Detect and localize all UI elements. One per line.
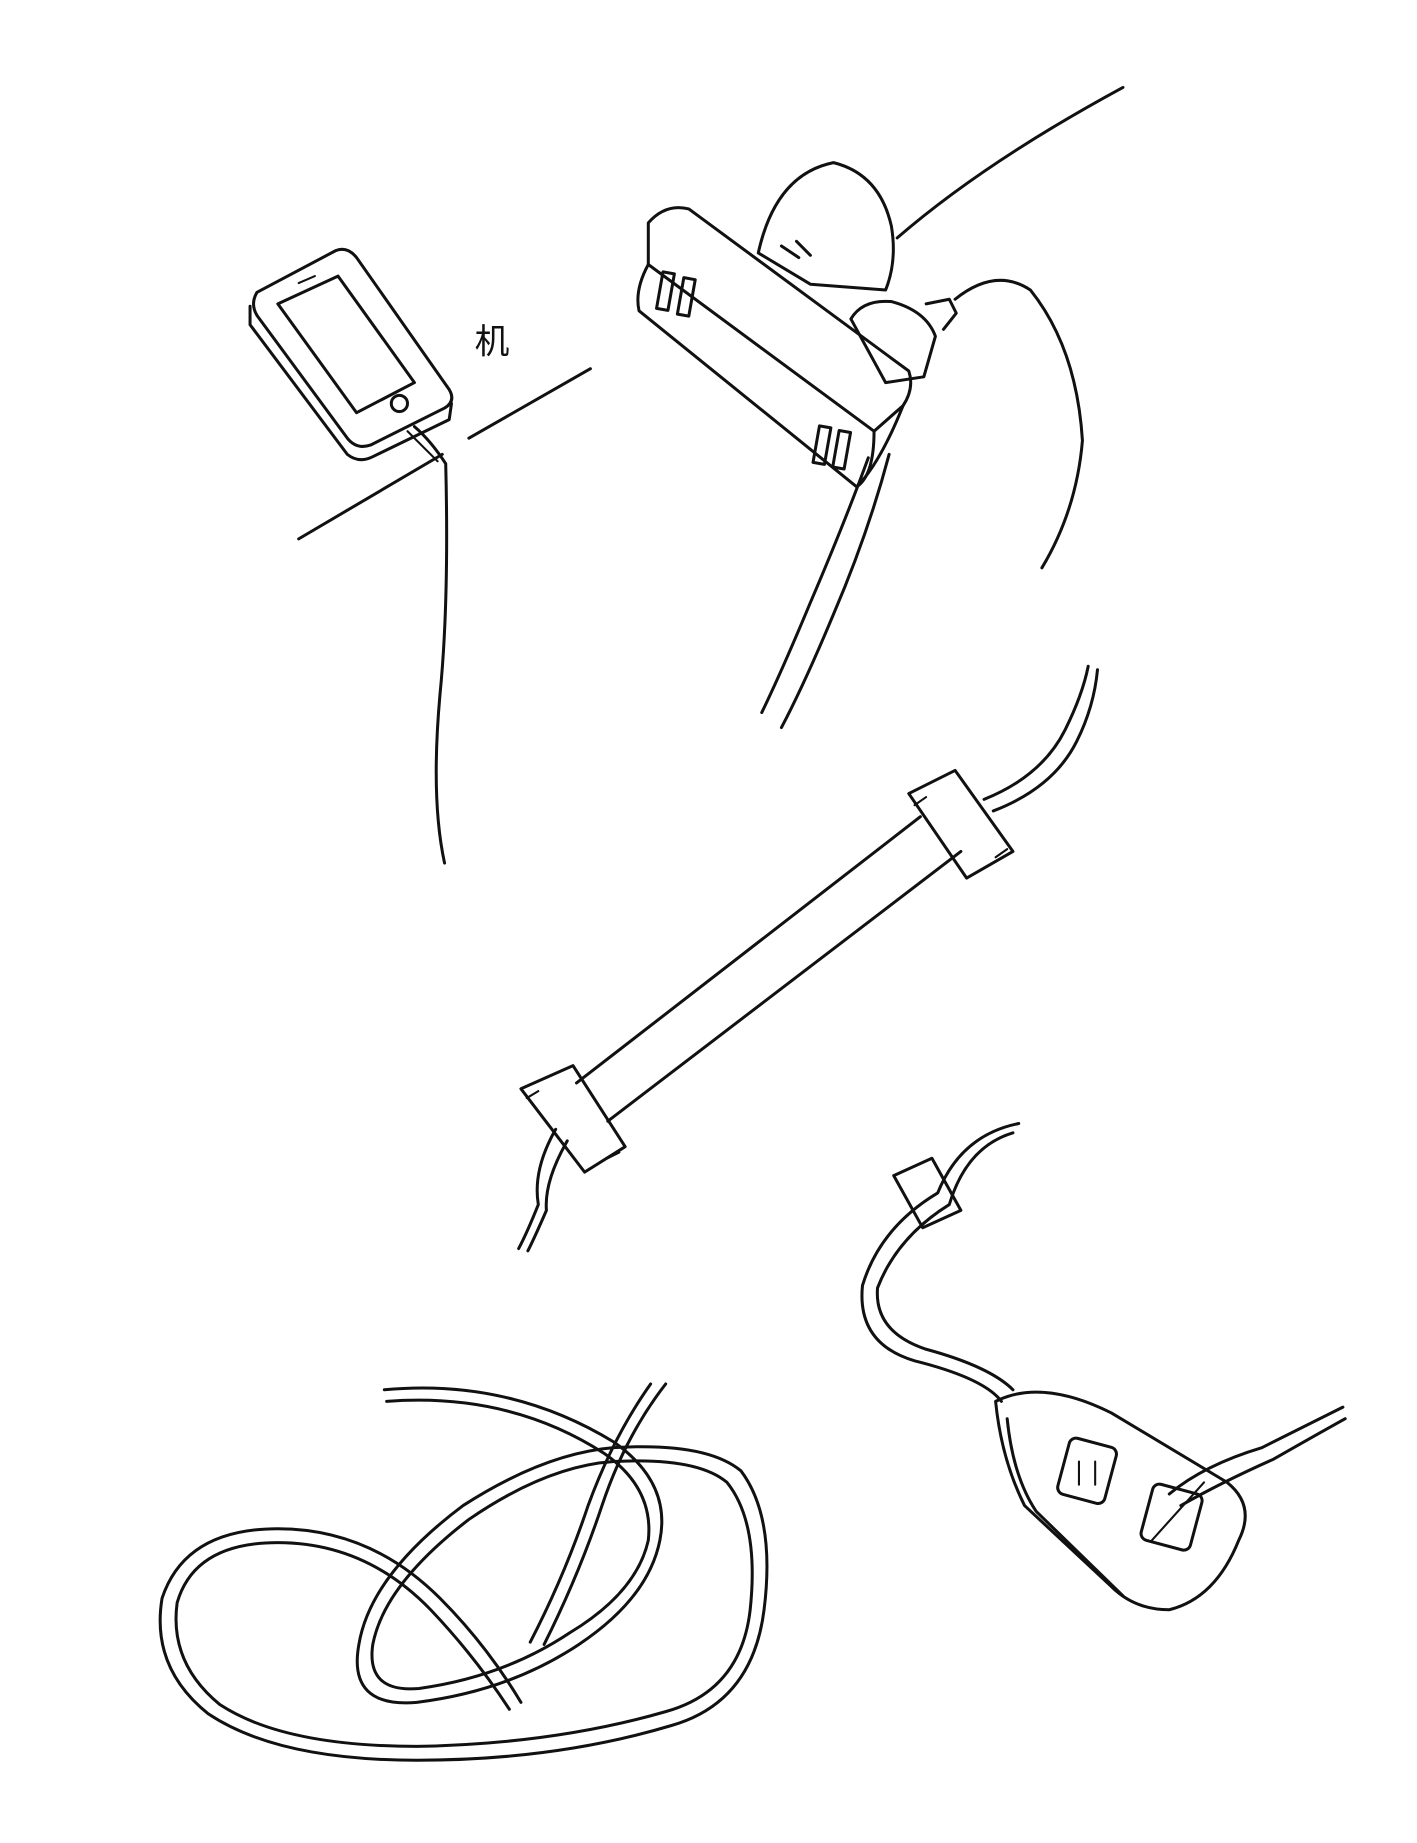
power-tap-drawing xyxy=(860,1122,1347,1612)
phone-cable-drawing xyxy=(406,425,449,865)
coiled-cable-drawing xyxy=(158,1382,769,1762)
desk-edge-drawing xyxy=(297,367,592,541)
smartphone-drawing xyxy=(248,247,454,462)
power-cords-drawing xyxy=(760,85,1125,730)
power-strip-drawing xyxy=(636,161,958,489)
desk-label: 机 xyxy=(475,323,510,363)
taped-cable-tube-drawing xyxy=(517,664,1099,1253)
